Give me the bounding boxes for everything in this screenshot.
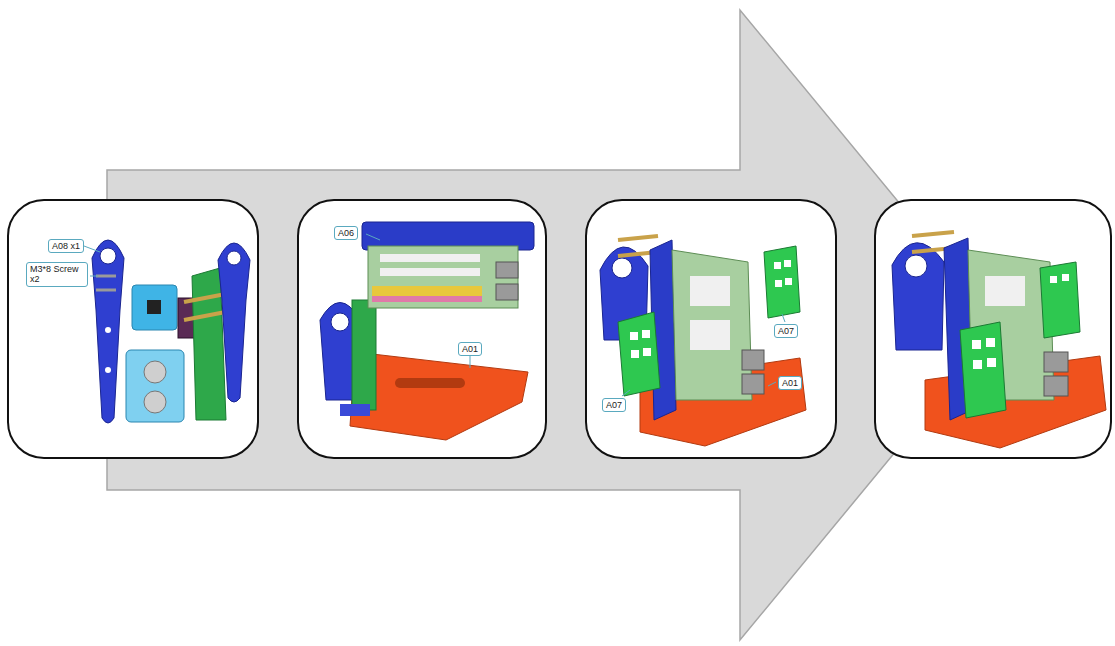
part-label: M3*8 Screw x2 [26,262,88,287]
part-label: A06 [334,226,358,240]
part-label: A07 [774,324,798,338]
step-panel [298,200,546,458]
step-panels [8,200,1111,458]
step2-parts [320,222,534,440]
step-panel [8,200,258,458]
leader-lines [84,234,785,396]
step3-parts [600,236,806,446]
part-label: A01 [458,342,482,356]
part-label: A07 [602,398,626,412]
step4-assembly [892,232,1106,448]
part-label: A01 [778,376,802,390]
step-panel [875,200,1111,458]
part-label: A08 x1 [48,239,84,253]
process-arrow [107,10,1000,640]
step-panel [586,200,836,458]
step1-parts [92,240,250,423]
